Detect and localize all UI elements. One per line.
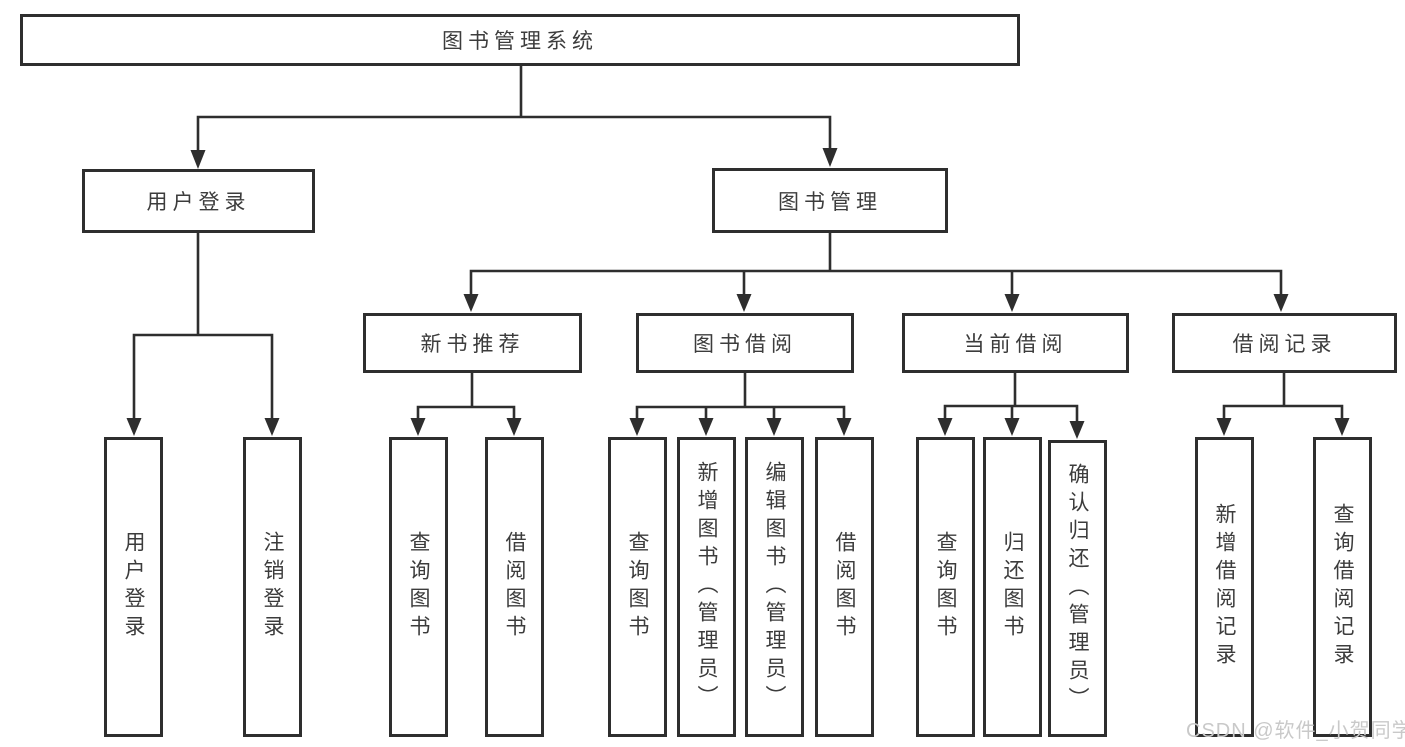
node-user-login: 用户登录 bbox=[82, 169, 315, 233]
leaf-label: 新增图书（管理员） bbox=[695, 461, 718, 713]
connector-book-borrow bbox=[635, 371, 846, 422]
leaf-label: 查询图书 bbox=[934, 531, 957, 643]
node-new-book-recommend: 新书推荐 bbox=[363, 313, 582, 373]
leaf-label: 新增借阅记录 bbox=[1213, 503, 1236, 671]
node-book-borrow: 图书借阅 bbox=[636, 313, 854, 373]
node-label: 图书管理 bbox=[778, 190, 882, 214]
leaf-label: 归还图书 bbox=[1001, 531, 1024, 643]
leaf-label: 编辑图书（管理员） bbox=[763, 461, 786, 713]
node-book-management: 图书管理 bbox=[712, 168, 948, 233]
connector-new-book bbox=[416, 371, 516, 422]
leaf-confirm-return-admin: 确认归还（管理员） bbox=[1048, 440, 1107, 737]
leaf-add-borrow-record: 新增借阅记录 bbox=[1195, 437, 1254, 737]
arrowheads bbox=[126, 148, 1350, 439]
leaf-label: 确认归还（管理员） bbox=[1066, 462, 1089, 715]
connector-current-borrow bbox=[943, 371, 1079, 425]
node-label: 图书管理系统 bbox=[442, 30, 598, 53]
connector-borrow-records bbox=[1222, 371, 1344, 422]
leaf-query-books: 查询图书 bbox=[608, 437, 667, 737]
leaf-label: 借阅图书 bbox=[503, 531, 526, 643]
csdn-watermark: CSDN @软件_小贺同学 bbox=[1186, 720, 1405, 742]
connector-user-login bbox=[132, 231, 274, 421]
leaf-query-books: 查询图书 bbox=[916, 437, 975, 737]
leaf-label: 查询图书 bbox=[626, 531, 649, 643]
leaf-return-books: 归还图书 bbox=[983, 437, 1042, 737]
node-label: 借阅记录 bbox=[1232, 333, 1337, 356]
leaf-label: 用户登录 bbox=[122, 531, 145, 643]
leaf-add-books-admin: 新增图书（管理员） bbox=[677, 437, 736, 737]
node-label: 新书推荐 bbox=[420, 333, 525, 356]
node-label: 用户登录 bbox=[146, 191, 251, 214]
leaf-edit-books-admin: 编辑图书（管理员） bbox=[745, 437, 804, 737]
connector-root bbox=[196, 64, 832, 153]
leaf-label: 借阅图书 bbox=[833, 531, 856, 643]
node-current-borrow: 当前借阅 bbox=[902, 313, 1129, 373]
node-label: 图书借阅 bbox=[693, 333, 797, 356]
leaf-label: 注销登录 bbox=[261, 531, 284, 643]
leaf-label: 查询图书 bbox=[407, 531, 430, 643]
connector-book-management bbox=[469, 231, 1283, 298]
leaf-borrow-books: 借阅图书 bbox=[815, 437, 874, 737]
leaf-user-login: 用户登录 bbox=[104, 437, 163, 737]
node-label: 当前借阅 bbox=[963, 333, 1068, 356]
leaf-borrow-books: 借阅图书 bbox=[485, 437, 544, 737]
leaf-query-books: 查询图书 bbox=[389, 437, 448, 737]
node-borrow-records: 借阅记录 bbox=[1172, 313, 1397, 373]
leaf-label: 查询借阅记录 bbox=[1331, 503, 1354, 671]
leaf-query-borrow-record: 查询借阅记录 bbox=[1313, 437, 1372, 737]
leaf-logout: 注销登录 bbox=[243, 437, 302, 737]
node-library-management-system: 图书管理系统 bbox=[20, 14, 1020, 66]
